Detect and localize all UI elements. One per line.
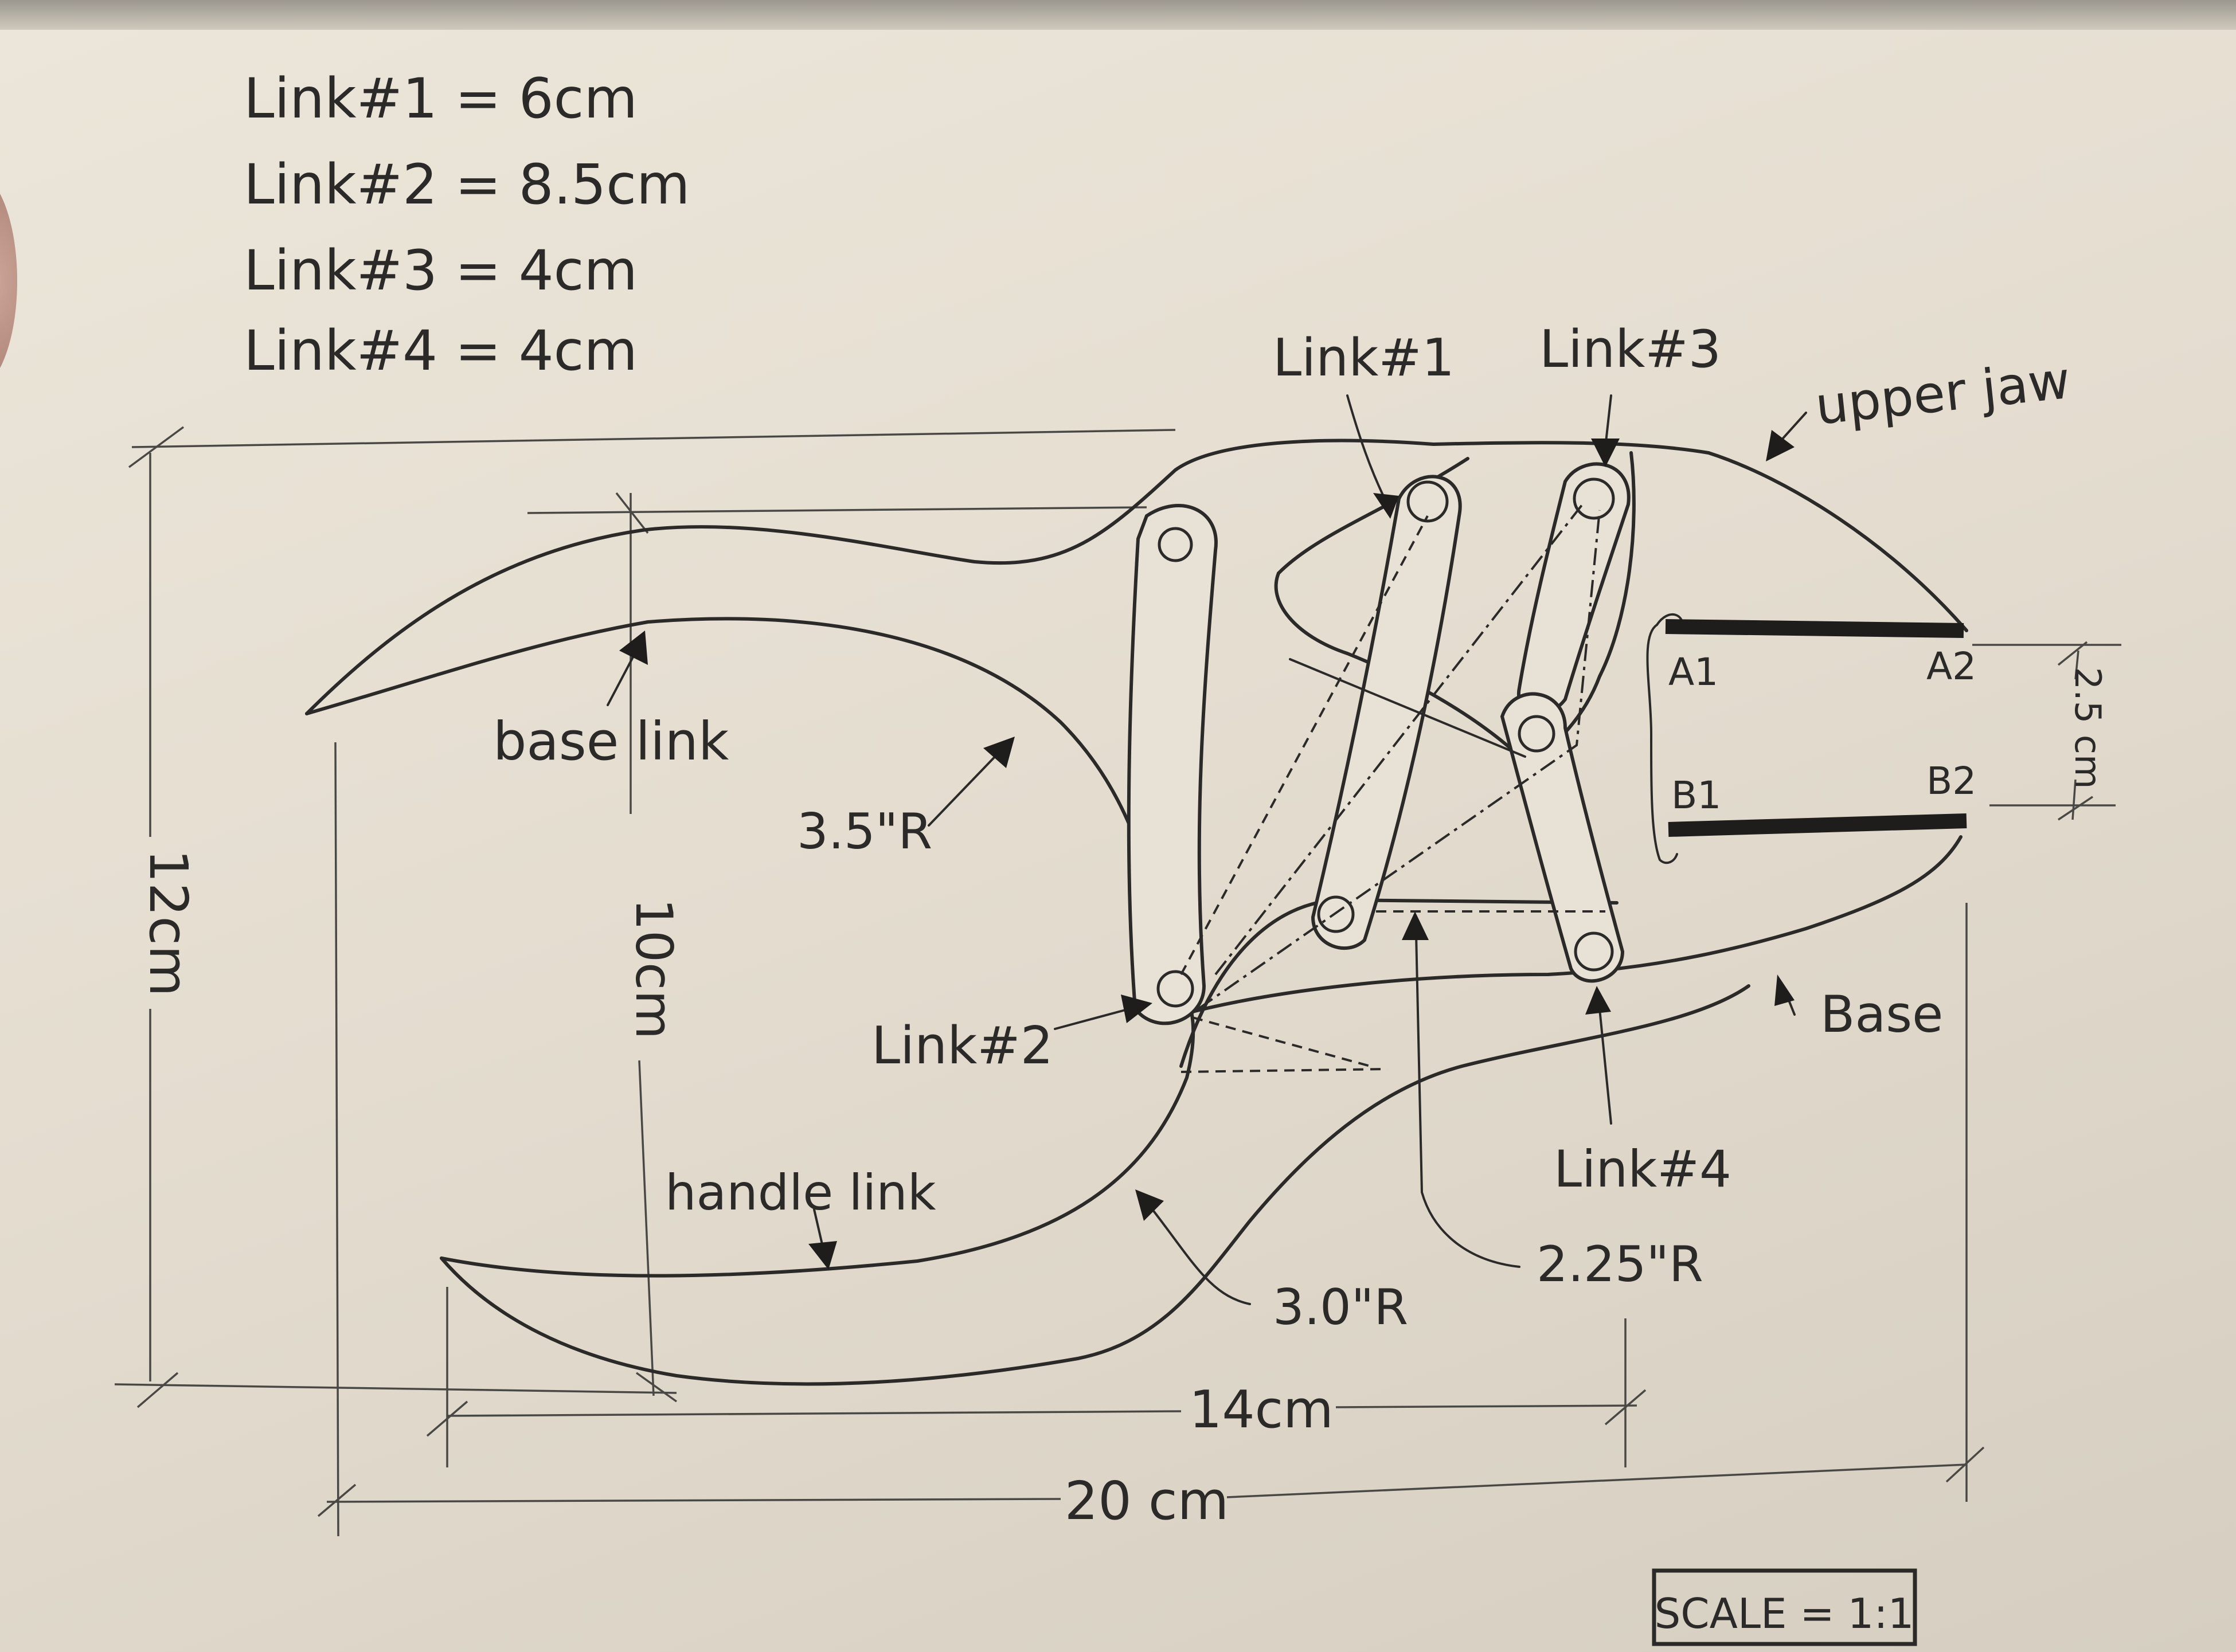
link-spec-4: Link#4 = 4cm bbox=[244, 319, 638, 383]
label-base: Base bbox=[1820, 985, 1943, 1044]
dim-inner-height: 10cm bbox=[624, 898, 683, 1039]
dim-width-total: 20 cm bbox=[1065, 1470, 1229, 1532]
label-link-1: Link#1 bbox=[1273, 328, 1455, 388]
dimension-labels: 12cm 10cm 14cm 20 cm 2.5 cm 3.5"R 3.0"R … bbox=[138, 667, 2109, 1532]
link-4 bbox=[1500, 692, 1625, 983]
dim-radius-mid: 2.25"R bbox=[1537, 1236, 1703, 1293]
link-spec-3: Link#3 = 4cm bbox=[244, 238, 638, 303]
jaw-plates bbox=[1665, 619, 1967, 837]
label-handle-link: handle link bbox=[665, 1164, 936, 1222]
label-link-4: Link#4 bbox=[1554, 1140, 1731, 1199]
part-labels: Link#1 Link#3 upper jaw base link Link#2… bbox=[493, 319, 2073, 1222]
dim-height: 12cm bbox=[138, 849, 199, 996]
top-shadow-stripe bbox=[0, 0, 2236, 30]
label-link-2: Link#2 bbox=[871, 1016, 1053, 1076]
link-1 bbox=[1311, 475, 1462, 950]
scale-box: SCALE = 1:1 bbox=[1652, 1568, 1917, 1646]
leader-arrows bbox=[607, 394, 1807, 1305]
dim-width-inner: 14cm bbox=[1189, 1380, 1334, 1440]
base-link-curve bbox=[305, 617, 1168, 988]
link-spec-list: Link#1 = 6cm Link#2 = 8.5cm Link#3 = 4cm… bbox=[244, 66, 690, 383]
handle-link-curve bbox=[440, 984, 1195, 1278]
base-body bbox=[1179, 835, 1963, 1016]
dim-gap: 2.5 cm bbox=[2067, 667, 2109, 789]
label-link-3: Link#3 bbox=[1539, 319, 1721, 379]
link-spec-1: Link#1 = 6cm bbox=[244, 66, 638, 131]
label-a1: A1 bbox=[1668, 650, 1718, 694]
label-b2: B2 bbox=[1926, 759, 1976, 803]
label-upper-jaw: upper jaw bbox=[1812, 350, 2073, 437]
dimension-lines bbox=[114, 426, 2121, 1537]
upper-jaw-outline bbox=[305, 439, 1968, 715]
dim-radius-top: 3.5"R bbox=[797, 803, 932, 860]
construction-lines bbox=[1180, 503, 1605, 1073]
scale-label: SCALE = 1:1 bbox=[1655, 1590, 1914, 1638]
label-a2: A2 bbox=[1926, 644, 1976, 688]
label-base-link: base link bbox=[493, 711, 729, 772]
link-2 bbox=[1127, 504, 1218, 1025]
link-spec-2: Link#2 = 8.5cm bbox=[244, 152, 690, 217]
label-b1: B1 bbox=[1671, 773, 1721, 817]
dim-radius-bottom: 3.0"R bbox=[1273, 1279, 1408, 1336]
